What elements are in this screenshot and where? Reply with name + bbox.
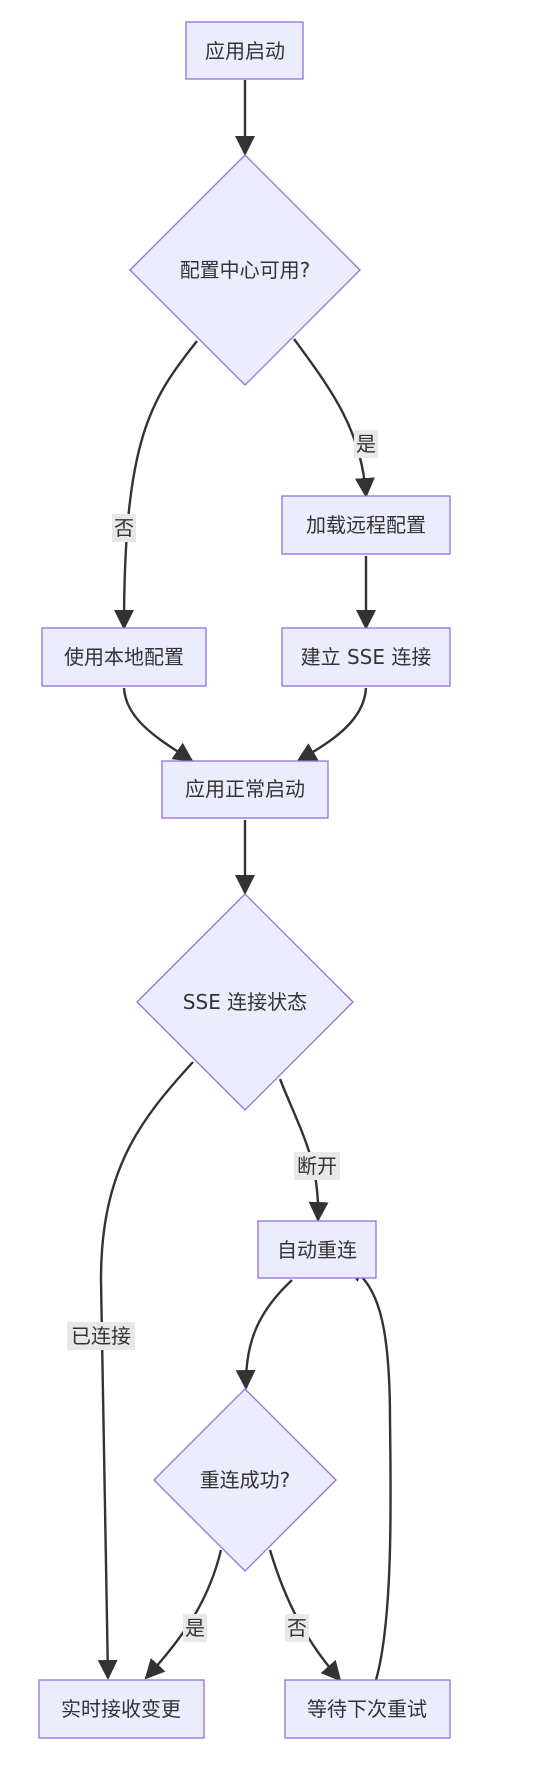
edge-labels: 是 否 断开 已连接 是 否 — [67, 430, 378, 1642]
node-establish-sse: 建立 SSE 连接 — [281, 627, 451, 687]
edge-wait-to-reconnect — [344, 1263, 392, 1681]
edge-label-no-1: 否 — [112, 514, 136, 542]
svg-text:断开: 断开 — [297, 1154, 337, 1178]
svg-text:否: 否 — [114, 516, 134, 540]
edges — [97, 80, 392, 1682]
edge-config-to-local — [114, 340, 198, 630]
svg-text:重连成功?: 重连成功? — [200, 1468, 291, 1492]
edge-success-to-realtime — [144, 1549, 223, 1680]
node-reconnect-success: 重连成功? — [153, 1388, 337, 1572]
svg-text:建立 SSE 连接: 建立 SSE 连接 — [301, 645, 432, 669]
svg-text:使用本地配置: 使用本地配置 — [64, 645, 184, 669]
svg-text:配置中心可用?: 配置中心可用? — [180, 258, 311, 282]
svg-text:自动重连: 自动重连 — [277, 1238, 357, 1262]
svg-text:是: 是 — [356, 432, 376, 456]
svg-text:应用启动: 应用启动 — [205, 39, 285, 63]
nodes: 应用启动 配置中心可用? 加载远程配置 使用本地配置 建立 SSE 连接 应用正… — [38, 21, 451, 1739]
edge-label-yes-2: 是 — [183, 1614, 207, 1642]
edge-sse-to-normal — [296, 687, 368, 763]
svg-text:已连接: 已连接 — [71, 1324, 131, 1348]
edge-label-disconnected: 断开 — [294, 1152, 340, 1180]
svg-text:应用正常启动: 应用正常启动 — [185, 777, 305, 801]
svg-text:等待下次重试: 等待下次重试 — [307, 1697, 427, 1721]
edge-label-no-2: 否 — [285, 1614, 309, 1642]
node-app-normal-start: 应用正常启动 — [161, 760, 329, 819]
edge-status-to-realtime — [97, 1061, 194, 1680]
edge-reconnect-to-success — [235, 1279, 293, 1390]
node-use-local-config: 使用本地配置 — [41, 627, 207, 687]
svg-text:是: 是 — [185, 1616, 205, 1640]
node-wait-retry: 等待下次重试 — [284, 1679, 451, 1739]
node-auto-reconnect: 自动重连 — [257, 1220, 377, 1279]
svg-text:SSE 连接状态: SSE 连接状态 — [183, 990, 307, 1014]
node-config-center-available: 配置中心可用? — [129, 154, 361, 386]
node-app-start: 应用启动 — [185, 21, 304, 80]
svg-text:否: 否 — [287, 1616, 307, 1640]
edge-status-to-reconnect — [278, 1078, 329, 1222]
node-realtime-receive: 实时接收变更 — [38, 1679, 205, 1739]
svg-text:加载远程配置: 加载远程配置 — [306, 513, 426, 537]
edge-config-to-remote — [293, 338, 375, 498]
edge-label-yes-1: 是 — [354, 430, 378, 458]
svg-text:实时接收变更: 实时接收变更 — [61, 1697, 181, 1721]
node-sse-status: SSE 连接状态 — [136, 893, 354, 1111]
edge-label-connected: 已连接 — [67, 1322, 135, 1350]
edge-local-to-normal — [122, 687, 194, 763]
node-load-remote-config: 加载远程配置 — [281, 495, 451, 555]
